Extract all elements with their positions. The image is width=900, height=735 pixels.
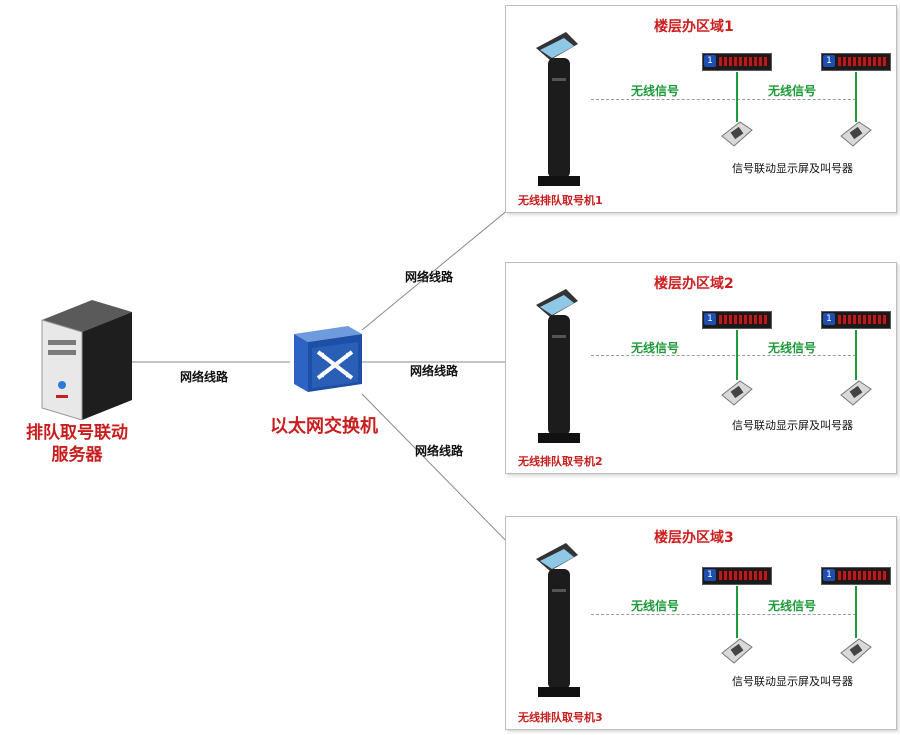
- kiosk-label: 无线排队取号机1: [518, 194, 603, 207]
- signal-arrow: [855, 586, 857, 638]
- led-display-icon: 1: [821, 311, 891, 329]
- queue-kiosk-icon: [536, 32, 580, 186]
- zone-title: 楼层办区域2: [654, 276, 734, 292]
- kiosk-label: 无线排队取号机3: [518, 711, 603, 724]
- ethernet-switch: [288, 320, 368, 400]
- switch-label: 以太网交换机: [270, 416, 378, 437]
- signal-arrow: [736, 586, 738, 638]
- ethernet-switch-icon: [294, 326, 362, 392]
- led-display-icon: 1: [702, 311, 772, 329]
- server-label-line2: 服务器: [51, 445, 103, 465]
- wireless-signal-line: [591, 99, 856, 100]
- wireless-label-left: 无线信号: [631, 341, 680, 355]
- signal-arrow: [736, 72, 738, 122]
- wireless-label-left: 无线信号: [631, 84, 680, 98]
- led-display-icon: 1: [821, 53, 891, 71]
- link-label-zone3: 网络线路: [415, 444, 464, 458]
- kiosk-label: 无线排队取号机2: [518, 455, 603, 468]
- wireless-label-right: 无线信号: [768, 341, 817, 355]
- wireless-label-right: 无线信号: [768, 599, 817, 613]
- device-label: 信号联动显示屏及叫号器: [732, 675, 853, 688]
- wireless-label-left: 无线信号: [631, 599, 680, 613]
- line-switch-zone1: [361, 199, 521, 331]
- signal-arrow: [855, 330, 857, 380]
- zone-1: 楼层办区域1 无线排队取号机1 1 1 无线信号 无线信号 信号联动显示屏及叫号…: [505, 5, 897, 213]
- zone-2: 楼层办区域2 无线排队取号机2 1 1 无线信号 无线信号 信号联动显示屏及叫号…: [505, 262, 897, 474]
- device-label: 信号联动显示屏及叫号器: [732, 419, 853, 432]
- wireless-signal-line: [591, 355, 856, 356]
- wireless-pager-icon: [721, 121, 753, 147]
- line-switch-zone3: [361, 393, 521, 556]
- wireless-label-right: 无线信号: [768, 84, 817, 98]
- device-label: 信号联动显示屏及叫号器: [732, 162, 853, 175]
- server-tower-icon: [41, 300, 132, 421]
- zone-title: 楼层办区域3: [654, 530, 734, 546]
- led-display-icon: 1: [821, 567, 891, 585]
- signal-arrow: [736, 330, 738, 380]
- zone-3: 楼层办区域3 无线排队取号机3 1 1 无线信号 无线信号 信号联动显示屏及叫号…: [505, 516, 897, 730]
- link-label-zone2: 网络线路: [410, 364, 459, 378]
- wireless-signal-line: [591, 614, 856, 615]
- wireless-pager-icon: [840, 121, 872, 147]
- queue-kiosk-icon: [536, 543, 580, 697]
- zone-title: 楼层办区域1: [654, 19, 734, 35]
- wireless-pager-icon: [721, 380, 753, 406]
- server-label-line1: 排队取号联动: [26, 423, 128, 443]
- wireless-pager-icon: [721, 638, 753, 664]
- signal-arrow: [855, 72, 857, 122]
- link-label-server-switch: 网络线路: [180, 370, 229, 384]
- link-label-zone1: 网络线路: [405, 270, 454, 284]
- led-display-icon: 1: [702, 567, 772, 585]
- wireless-pager-icon: [840, 638, 872, 664]
- wireless-pager-icon: [840, 380, 872, 406]
- queue-kiosk-icon: [536, 289, 580, 443]
- led-display-icon: 1: [702, 53, 772, 71]
- server: 排队取号联动 服务器: [22, 290, 142, 480]
